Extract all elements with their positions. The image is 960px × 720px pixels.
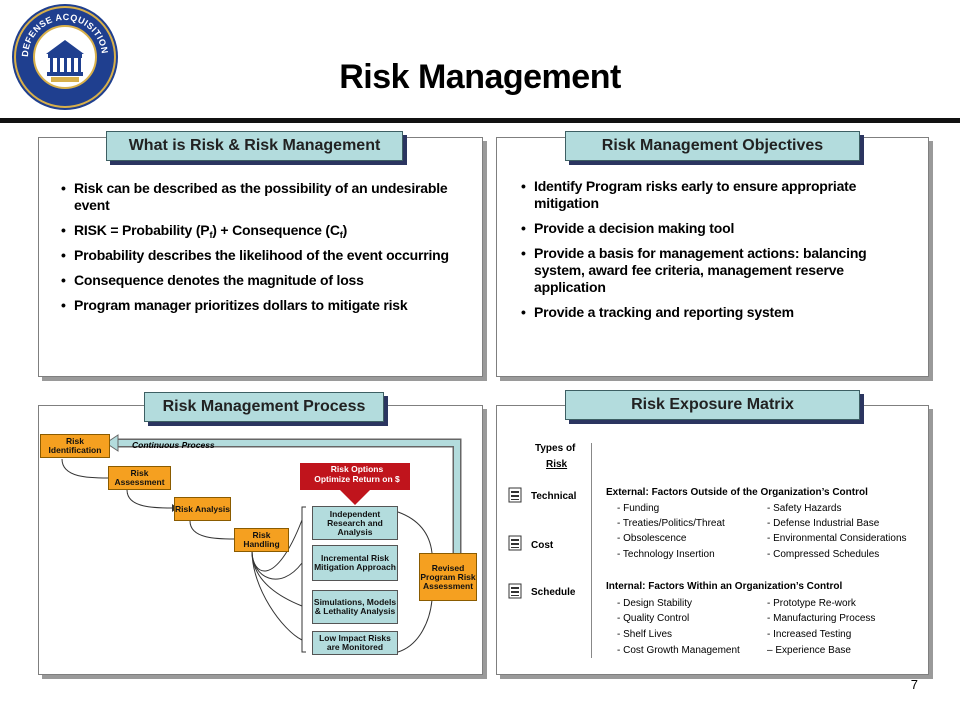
internal-header: Internal: Factors Within an Organization… <box>606 581 843 592</box>
option-low-impact-monitored: Low Impact Risks are Monitored <box>312 631 398 655</box>
list-item: Identify Program risks early to ensure a… <box>521 178 913 212</box>
types-of-risk-line1: Types of <box>535 443 576 454</box>
matrix-divider <box>591 443 592 658</box>
page-number: 7 <box>910 677 918 692</box>
internal-right-item: - Manufacturing Process <box>767 613 876 624</box>
risk-type-cost: Cost <box>531 540 554 551</box>
step-risk-identification: Risk Identification <box>40 434 110 458</box>
objectives-panel: Identify Program risks early to ensure a… <box>496 137 929 377</box>
formula-sub-cf: f <box>339 230 343 240</box>
risk-type-schedule: Schedule <box>531 587 576 598</box>
internal-right-item: – Experience Base <box>767 645 851 656</box>
revised-risk-assessment: Revised Program Risk Assessment <box>419 553 477 601</box>
risk-exposure-tab: Risk Exposure Matrix <box>565 390 860 420</box>
external-right-item: - Defense Industrial Base <box>767 518 880 529</box>
internal-left-item: - Quality Control <box>617 613 690 624</box>
dau-seal-logo: DEFENSE ACQUISITION UNIVERSITY <box>7 0 120 112</box>
options-bracket <box>301 506 306 653</box>
list-item: Provide a tracking and reporting system <box>521 304 913 321</box>
external-left-item: - Obsolescence <box>617 533 687 544</box>
objectives-list: Identify Program risks early to ensure a… <box>521 178 913 329</box>
list-item: Probability describes the likelihood of … <box>61 247 466 264</box>
risk-type-technical: Technical <box>531 491 577 502</box>
continuous-process-label: Continuous Process <box>132 440 215 450</box>
external-right-item: - Compressed Schedules <box>767 549 880 560</box>
formula-part: ) <box>342 222 348 238</box>
types-of-risk-line2: Risk <box>546 459 568 470</box>
objectives-tab: Risk Management Objectives <box>565 131 860 161</box>
continuous-arrowhead <box>105 434 119 452</box>
option-incremental-mitigation: Incremental Risk Mitigation Approach <box>312 545 398 581</box>
list-item: Risk can be described as the possibility… <box>61 180 466 214</box>
formula-part: ) + Consequence (C <box>212 222 340 238</box>
step-arrow <box>126 489 173 509</box>
list-item-risk-formula: RISK = Probability (Pf) + Consequence (C… <box>61 222 466 240</box>
from-options-line <box>397 599 433 653</box>
what-is-risk-list: Risk can be described as the possibility… <box>61 180 466 322</box>
option-simulations-models: Simulations, Models & Lethality Analysis <box>312 590 398 624</box>
formula-part: RISK = Probability (P <box>74 222 210 238</box>
list-item: Consequence denotes the magnitude of los… <box>61 272 466 289</box>
to-revised-arrow <box>397 511 433 554</box>
option-independent-research: Independent Research and Analysis <box>312 506 398 540</box>
handling-fan-line <box>251 550 303 641</box>
title-divider <box>0 118 960 123</box>
handling-fan-line <box>251 550 303 607</box>
step-risk-assessment: Risk Assessment <box>108 466 171 490</box>
list-item: Program manager prioritizes dollars to m… <box>61 297 466 314</box>
risk-options-label: Risk Options Optimize Return on $ <box>314 464 400 484</box>
external-right-item: - Safety Hazards <box>767 503 842 514</box>
internal-left-item: - Shelf Lives <box>617 629 673 640</box>
technical-icon <box>508 487 522 503</box>
external-right-item: - Environmental Considerations <box>767 533 907 544</box>
what-is-risk-tab: What is Risk & Risk Management <box>106 131 403 161</box>
external-left-item: - Technology Insertion <box>617 549 715 560</box>
list-item: Provide a basis for management actions: … <box>521 245 913 296</box>
risk-exposure-panel <box>496 405 929 675</box>
step-arrow <box>61 458 109 479</box>
external-left-item: - Funding <box>617 503 660 514</box>
what-is-risk-panel: Risk can be described as the possibility… <box>38 137 483 377</box>
internal-right-item: - Increased Testing <box>767 629 852 640</box>
internal-left-item: - Cost Growth Management <box>617 645 740 656</box>
internal-right-item: - Prototype Re-work <box>767 598 856 609</box>
internal-left-item: - Design Stability <box>617 598 693 609</box>
schedule-icon <box>508 583 522 599</box>
formula-sub-pf: f <box>209 230 213 240</box>
cost-icon <box>508 535 522 551</box>
step-risk-handling: Risk Handling <box>234 528 289 552</box>
external-left-item: - Treaties/Politics/Threat <box>617 518 725 529</box>
external-header: External: Factors Outside of the Organiz… <box>606 487 868 498</box>
step-risk-analysis: Risk Analysis <box>174 497 231 521</box>
list-item: Provide a decision making tool <box>521 220 913 237</box>
step-arrow <box>189 520 235 540</box>
page-title: Risk Management <box>339 58 621 96</box>
process-tab: Risk Management Process <box>144 392 384 422</box>
risk-options-callout <box>300 463 410 505</box>
